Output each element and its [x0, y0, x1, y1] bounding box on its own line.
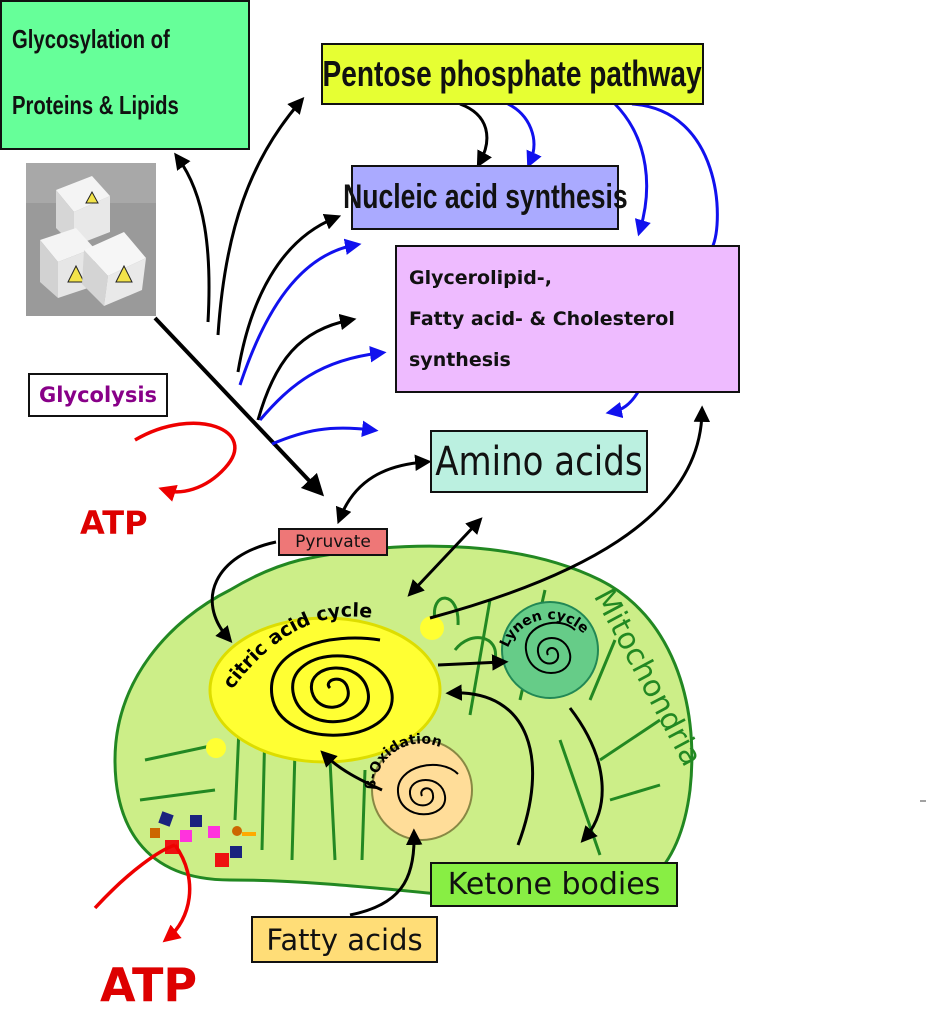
- arrow-citric-to-lynen: [437, 654, 509, 671]
- lipid-line3: synthesis: [409, 349, 511, 372]
- citric-spiral: [270, 636, 394, 737]
- arrow-pyruvate-to-citric: [210, 540, 277, 643]
- pentose-phosphate-box: Pentose phosphate pathway: [321, 43, 704, 105]
- lipid-line1: Glycerolipid-,: [409, 266, 552, 289]
- arrow-to-glycosylation: [174, 152, 211, 323]
- lynen-cycle-circle: [501, 601, 599, 699]
- arrow-amino-citric: [407, 517, 483, 597]
- fatty-acids-label: Fatty acids: [266, 922, 423, 957]
- lipid-line2: Fatty acid- & Cholesterol: [409, 307, 675, 330]
- arrow-blue-pentose-to-nucleic: [507, 102, 542, 169]
- pentose-phosphate-label: Pentose phosphate pathway: [322, 53, 703, 94]
- arrow-lynen-to-ketone: [568, 707, 604, 843]
- fatty-acids-box: Fatty acids: [251, 916, 438, 963]
- arrow-pentose-to-nucleic: [459, 102, 492, 168]
- arrow-respiratory-atp-2: [162, 843, 192, 943]
- ketone-bodies-label: Ketone bodies: [447, 867, 661, 902]
- arrow-ketone-to-citric: [445, 684, 535, 846]
- citric-knob-2: [206, 738, 226, 758]
- arrow-black-to-nucleic: [236, 214, 342, 373]
- ketone-bodies-box: Ketone bodies: [430, 862, 678, 907]
- atp-label-top: ATP: [80, 504, 148, 542]
- glycosylation-box: Glycosylation of Proteins & Lipids: [0, 0, 250, 150]
- arrow-pyruvate-amino: [335, 454, 432, 525]
- arrow-fatty-to-beta: [349, 828, 423, 917]
- arrow-respiratory-atp-1: [93, 843, 176, 910]
- arrow-blue-lipid-to-amino: [605, 391, 640, 419]
- arrow-beta-to-citric: [320, 750, 383, 792]
- glycolysis-box: Glycolysis: [28, 373, 168, 417]
- pyruvate-box: Pyruvate: [278, 528, 388, 556]
- arrow-blue-to-amino: [271, 420, 379, 446]
- atp-label-bottom: ATP: [100, 958, 198, 1012]
- arrow-to-pentose: [216, 96, 305, 336]
- arrow-blue-to-nucleic: [238, 238, 362, 386]
- sugar-cubes-image: [26, 163, 156, 316]
- arrow-citric-to-lipid: [429, 405, 711, 620]
- arrow-black-to-lipid: [256, 313, 357, 421]
- arrow-blue-pentose-loop: [631, 102, 719, 249]
- arrow-blue-to-lipid: [258, 345, 387, 421]
- citric-knob-1: [420, 616, 444, 640]
- nucleic-acid-label: Nucleic acid synthesis: [342, 178, 628, 216]
- lipid-synthesis-box: Glycerolipid-, Fatty acid- & Cholesterol…: [395, 245, 740, 393]
- arrow-blue-pentose-to-lipid: [613, 102, 651, 237]
- beta-spiral: [396, 764, 459, 816]
- glycolysis-label: Glycolysis: [38, 383, 158, 407]
- amino-acids-box: Amino acids: [430, 430, 648, 493]
- arrow-glycolysis-atp: [134, 421, 237, 502]
- arrow-glucose-to-pyruvate: [153, 316, 325, 497]
- amino-acids-label: Amino acids: [435, 438, 643, 485]
- nucleic-acid-box: Nucleic acid synthesis: [343, 165, 627, 230]
- lynen-spiral: [524, 621, 576, 674]
- glycosylation-line1: Glycosylation of: [12, 23, 170, 54]
- pyruvate-label: Pyruvate: [295, 532, 371, 552]
- glycosylation-line2: Proteins & Lipids: [12, 89, 179, 120]
